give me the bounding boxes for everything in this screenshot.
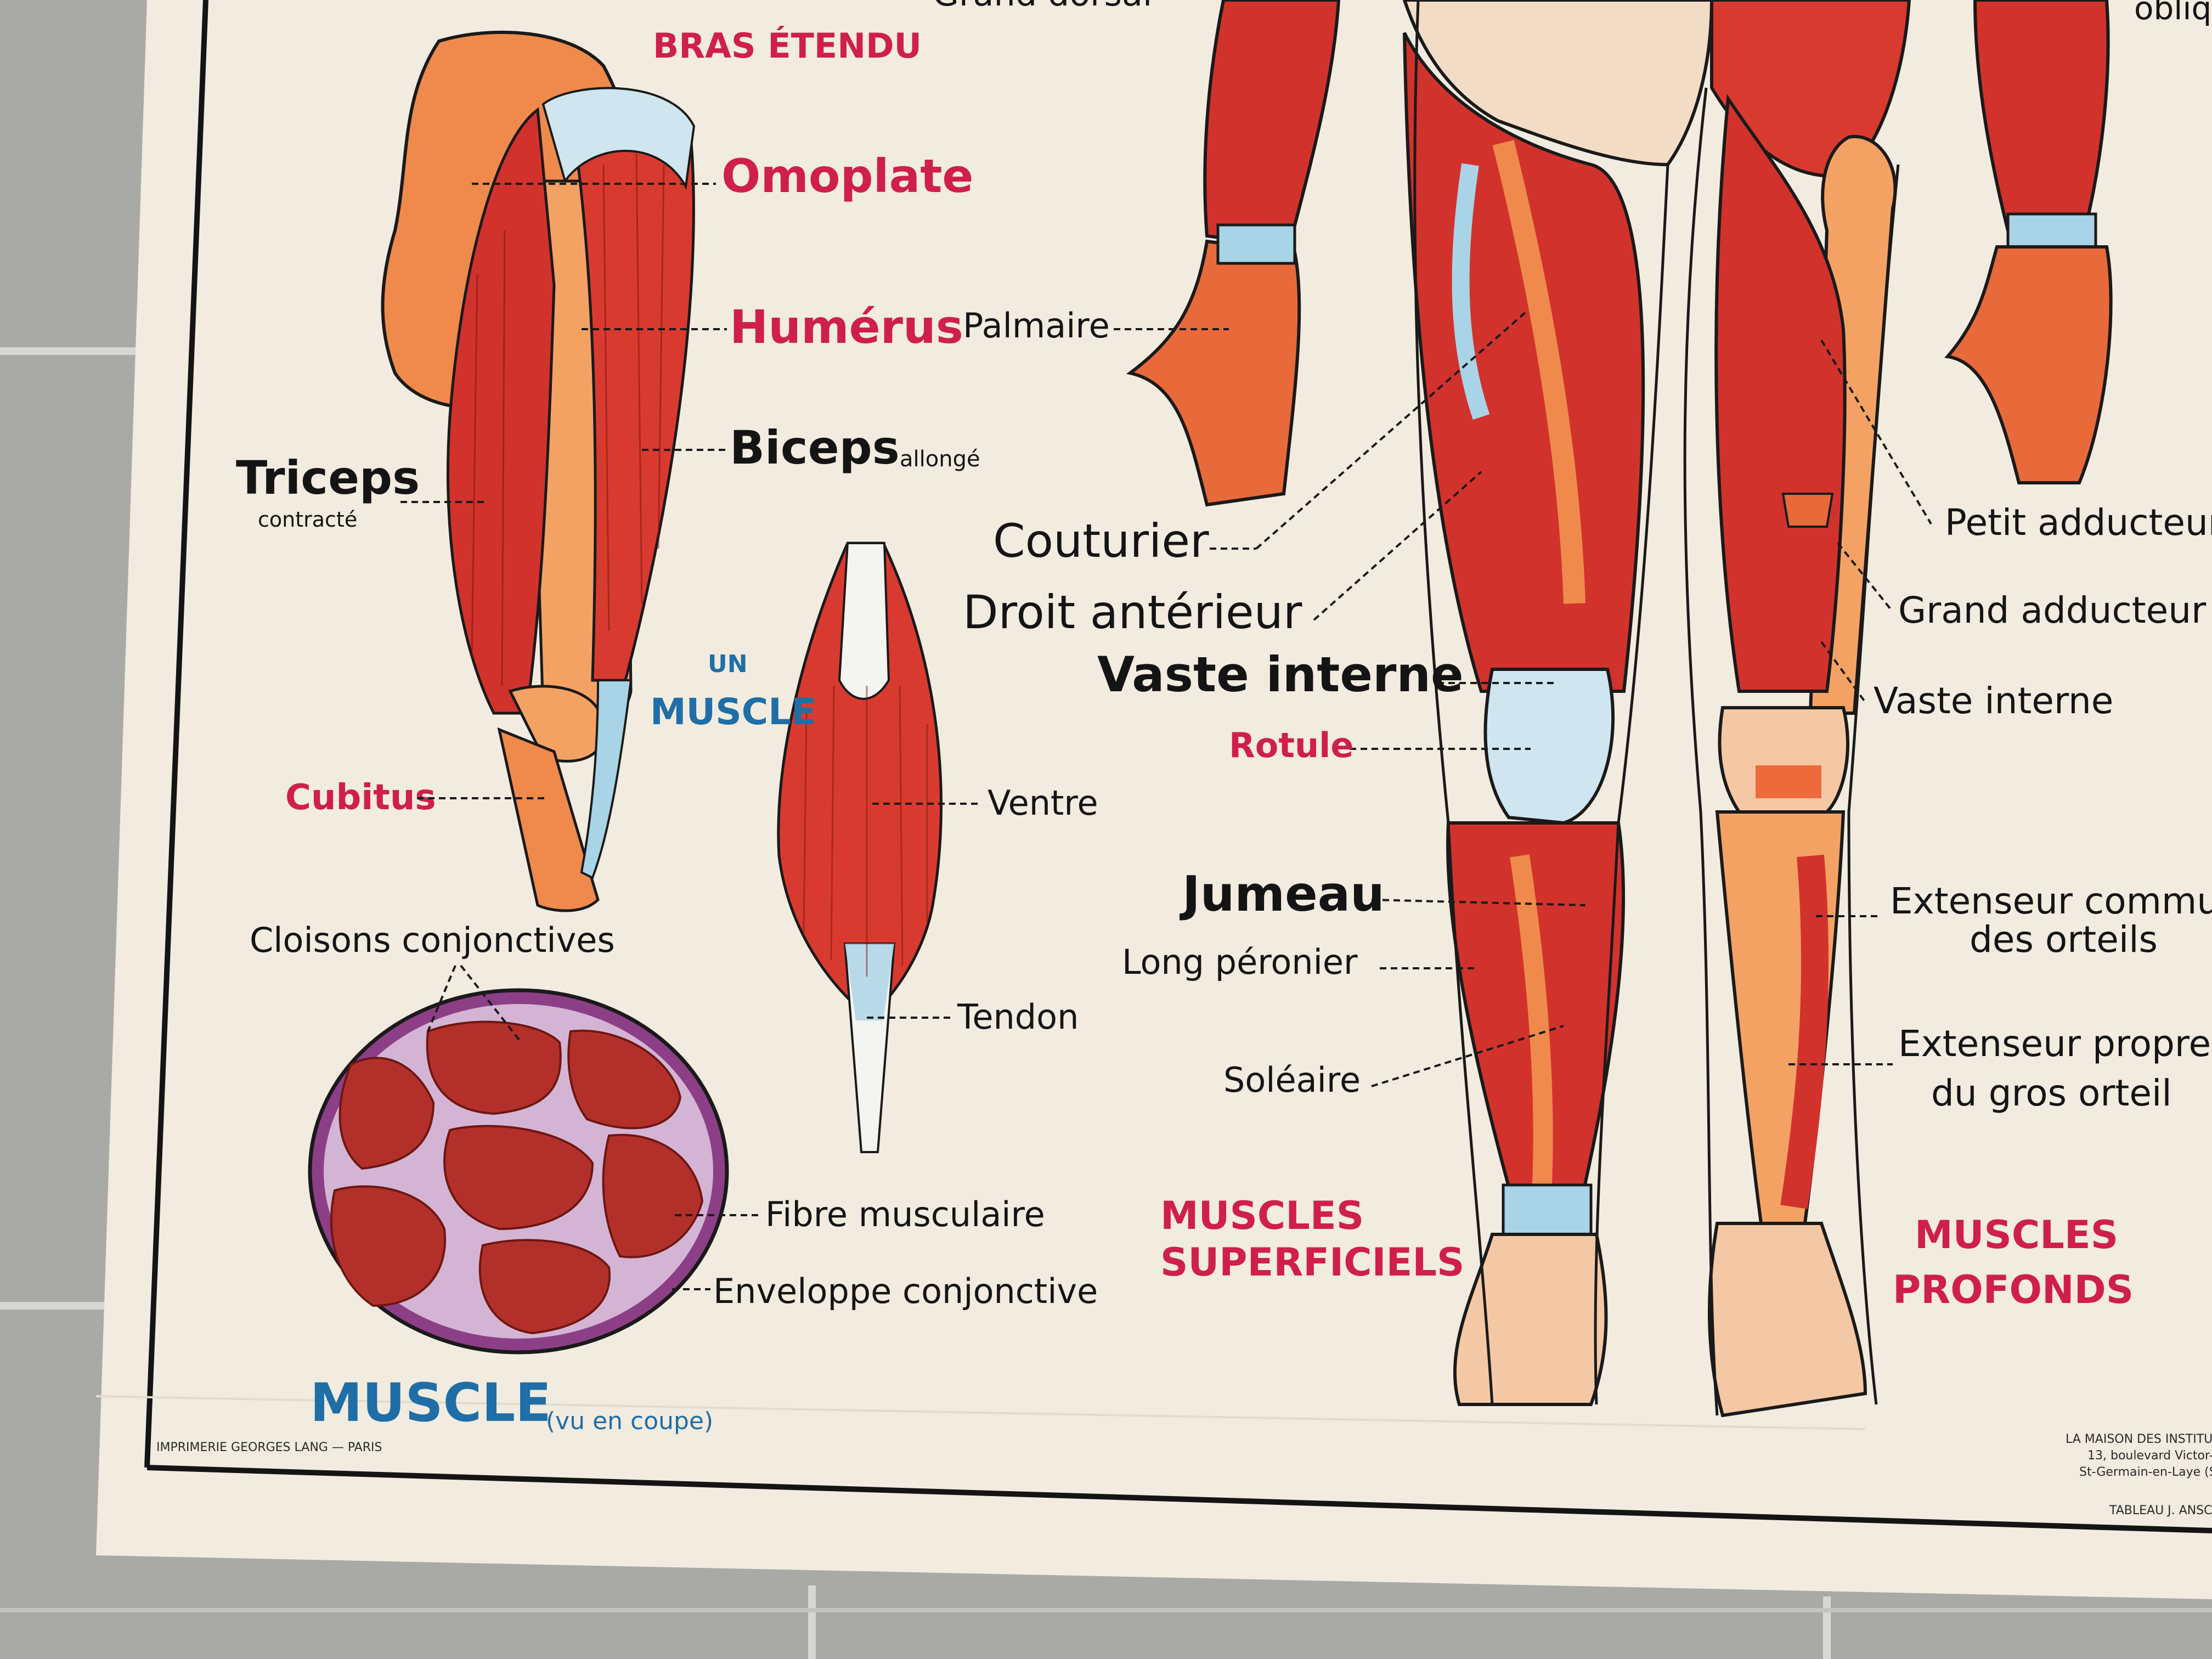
label-vaste-interne-superficial: Vaste interne <box>1097 646 1464 703</box>
label-long-peronier: Long péronier <box>1122 942 1358 982</box>
arm-illustration <box>381 30 696 912</box>
label-cubitus: Cubitus <box>285 777 436 818</box>
label-triceps: Triceps <box>236 451 420 505</box>
cross-section-illustration <box>308 988 729 1355</box>
couturier-muscle <box>1492 140 1585 604</box>
arm-heading: BRAS ÉTENDU <box>653 26 922 66</box>
superficial-wrist-band <box>1216 223 1296 265</box>
label-droit-anterieur: Droit antérieur <box>963 585 1302 639</box>
frame-bottom <box>146 1465 2212 1533</box>
label-omoplate: Omoplate <box>721 149 973 203</box>
label-extenseur-propre-1: Extenseur propre <box>1898 1023 2211 1065</box>
label-palmaire: Palmaire <box>963 306 1110 346</box>
superficial-ankle-band <box>1502 1183 1593 1236</box>
single-muscle-top-tendon <box>838 542 890 700</box>
deep-foot <box>1708 1222 1867 1418</box>
label-enveloppe: Enveloppe conjonctive <box>713 1271 1098 1311</box>
superficial-abdomen <box>1402 0 1714 167</box>
label-couturier: Couturier <box>993 514 1209 568</box>
label-rotule: Rotule <box>1229 725 1353 765</box>
triceps-muscle <box>447 107 556 715</box>
label-humerus: Humérus <box>730 300 963 354</box>
label-extenseur-commun-1: Extenseur commun <box>1890 880 2212 922</box>
single-muscle-heading-big: MUSCLE <box>650 691 816 733</box>
label-jumeau: Jumeau <box>1180 866 1385 922</box>
superficial-muscles-figure <box>1126 0 1714 1406</box>
single-muscle-illustration <box>777 541 943 1153</box>
publisher-line-2: 13, boulevard Victor-Hugo <box>2087 1449 2212 1463</box>
deep-right-hand <box>1944 245 2113 484</box>
label-biceps: Biceps <box>730 421 900 475</box>
biceps-tendon <box>580 679 633 879</box>
deep-caption-2: PROFONDS <box>1893 1267 2134 1312</box>
superficial-caption-1: MUSCLES <box>1160 1193 1364 1238</box>
label-extenseur-propre-2: du gros orteil <box>1931 1072 2172 1114</box>
label-fibre: Fibre musculaire <box>765 1194 1045 1234</box>
publisher-line-3: St-Germain-en-Laye (S.-et-O.) <box>2079 1465 2212 1479</box>
label-triceps-note: contracté <box>258 507 357 532</box>
label-extenseur-commun-2: des orteils <box>1970 918 2158 961</box>
superficial-caption-2: SUPERFICIELS <box>1160 1240 1464 1285</box>
section-fascicles <box>330 1020 704 1335</box>
superficial-hand <box>1126 239 1301 507</box>
label-soleaire: Soléaire <box>1223 1060 1361 1100</box>
cubitus-bone <box>497 727 600 912</box>
deep-thigh-adductors <box>1714 94 1847 693</box>
printer-imprint: IMPRIMERIE GEORGES LANG — PARIS <box>156 1441 382 1454</box>
deep-muscles-figure <box>1683 0 2113 1418</box>
superficial-foot <box>1453 1233 1608 1406</box>
superficial-knee <box>1483 668 1615 825</box>
label-grand-adducteur: Grand adducteur <box>1898 589 2207 631</box>
frame-left <box>144 0 208 1468</box>
cross-section-subtitle: (vu en coupe) <box>546 1407 713 1435</box>
deep-extensor-muscle <box>1780 854 1829 1209</box>
tableau-credit: TABLEAU J. ANSCOMBRE <box>2109 1504 2212 1517</box>
label-petit-adducteur: Petit adducteur <box>1945 501 2212 544</box>
publisher-line-1: LA MAISON DES INSTITUTEURS <box>2066 1432 2212 1446</box>
label-top-right-fragment: oblique <box>2134 0 2212 27</box>
label-cloisons: Cloisons conjonctives <box>250 920 615 960</box>
cross-section-title: MUSCLE <box>310 1372 551 1434</box>
label-vaste-interne-deep: Vaste interne <box>1874 680 2113 722</box>
label-ventre: Ventre <box>988 783 1098 823</box>
label-biceps-note: allongé <box>900 447 980 472</box>
single-muscle-heading-small: UN <box>708 650 748 678</box>
label-top-left-fragment: Grand dorsal <box>933 0 1152 14</box>
arm-tendon-top <box>541 87 696 190</box>
label-tendon: Tendon <box>957 997 1079 1037</box>
deep-caption-1: MUSCLES <box>1915 1212 2118 1257</box>
